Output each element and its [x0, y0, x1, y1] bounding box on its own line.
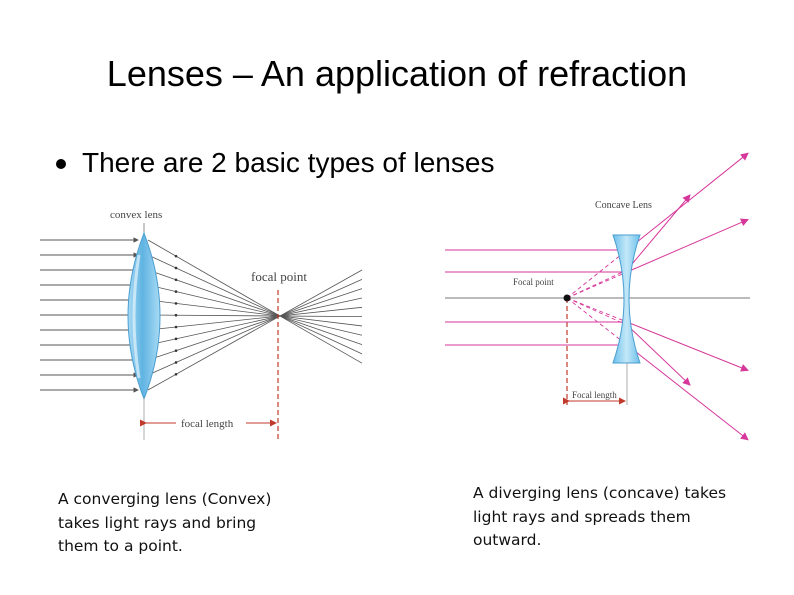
- convex-refracted-ray: [147, 278, 363, 376]
- concave-diverging-ray: [626, 324, 691, 386]
- convex-refracted-ray: [147, 269, 363, 391]
- convex-ray-arrow-dot: [174, 254, 178, 258]
- convex-refracted-ray: [147, 239, 363, 364]
- bullet-dot-icon: [56, 159, 66, 169]
- convex-refracted-ray: [147, 284, 363, 336]
- slide-title: Lenses – An application of refraction: [106, 53, 688, 94]
- concave-diverging-ray: [626, 218, 749, 273]
- convex-ray-arrow-dot: [174, 313, 178, 317]
- convex-lens-label: convex lens: [110, 209, 162, 221]
- concave-caption: A diverging lens (concave) takes light r…: [473, 484, 727, 549]
- concave-focal-length-label: Focal length: [572, 390, 617, 400]
- convex-refracted-ray: [147, 254, 363, 355]
- concave-virtual-ray: [566, 297, 628, 323]
- concave-lens-label: Concave Lens: [595, 200, 652, 211]
- convex-ray-arrow-dot: [174, 302, 178, 305]
- convex-ray-arrow-dot: [174, 373, 178, 376]
- concave-virtual-ray: [566, 297, 628, 346]
- concave-diverging-ray: [626, 321, 749, 372]
- concave-focal-point-label: Focal point: [513, 277, 554, 287]
- convex-ray-arrow-dot: [174, 290, 178, 293]
- convex-ray-arrow-dot: [174, 361, 178, 364]
- convex-rays: [40, 237, 363, 393]
- convex-refracted-ray: [147, 297, 363, 346]
- convex-refracted-ray: [147, 288, 363, 361]
- convex-ray-arrow-dot: [174, 325, 178, 329]
- concave-diverging-ray: [626, 194, 691, 271]
- concave-rays: [445, 152, 749, 441]
- convex-focal-point-label: focal point: [251, 269, 307, 284]
- convex-ray-arrow-dot: [174, 278, 178, 282]
- concave-virtual-ray: [566, 249, 628, 299]
- concave-virtual-ray: [566, 297, 628, 326]
- concave-diverging-ray: [626, 344, 749, 441]
- convex-refracted-ray: [147, 269, 363, 345]
- convex-ray-arrow-dot: [174, 337, 178, 341]
- convex-ray-arrow-dot: [174, 266, 178, 270]
- convex-refracted-ray: [147, 299, 363, 327]
- convex-refracted-ray: [147, 314, 363, 318]
- convex-focal-length-label: focal length: [181, 418, 234, 430]
- convex-ray-arrow-dot: [174, 349, 178, 352]
- convex-caption: A converging lens (Convex) takes light r…: [58, 490, 272, 555]
- convex-diagram: convex lens focal point focal length: [40, 209, 363, 440]
- bullet-text: There are 2 basic types of lenses: [82, 147, 495, 178]
- convex-refracted-ray: [147, 306, 363, 331]
- concave-lens-shape: [612, 234, 641, 364]
- concave-diagram: Concave Lens Focal point Focal length: [445, 152, 750, 441]
- convex-lens-highlight: [132, 254, 141, 379]
- concave-focal-point-dot: [563, 294, 571, 302]
